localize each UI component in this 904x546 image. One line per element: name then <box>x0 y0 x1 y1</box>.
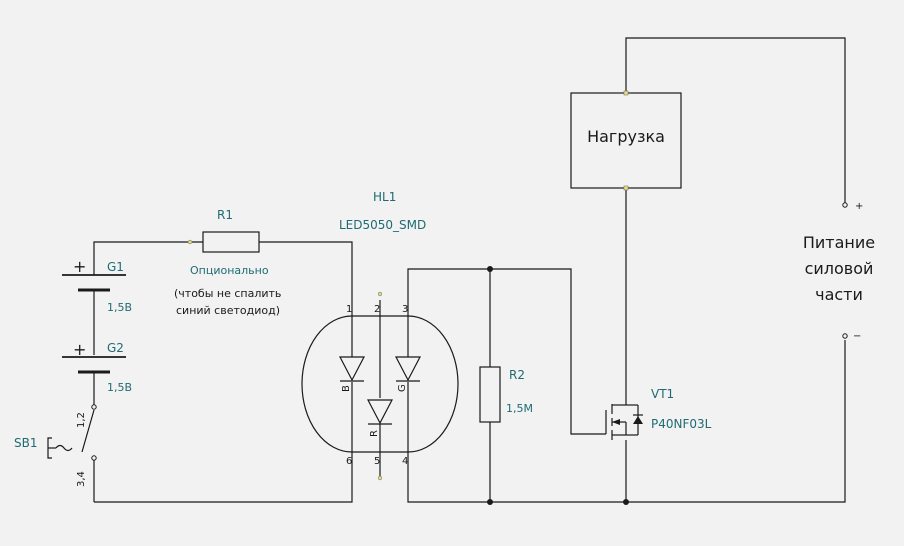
junction-dot <box>623 499 629 505</box>
resistor-r1-note-line2: синий светодиод) <box>176 304 280 317</box>
led-label-g: G <box>397 384 408 392</box>
resistor-r1-value: Опционально <box>190 264 269 277</box>
wire-load-to-plus <box>625 37 846 200</box>
switch-sb1: SB1 1,2 3,4 <box>14 404 97 487</box>
resistor-r2-value: 1,5М <box>506 402 533 415</box>
terminal-minus <box>842 333 848 339</box>
resistor-r2-ref: R2 <box>509 368 525 382</box>
resistor-r2: R2 1,5М <box>479 366 533 423</box>
power-terminals: + − Питание силовой части <box>803 200 875 342</box>
mosfet-vt1-value: P40NF03L <box>651 417 712 431</box>
battery-g1: + G1 1,5В <box>62 257 132 314</box>
load-block: Нагрузка <box>570 90 682 191</box>
led-label-b: B <box>341 385 352 392</box>
battery-g1-ref: G1 <box>107 260 124 274</box>
battery-g2-ref: G2 <box>107 341 124 355</box>
battery-g1-value: 1,5В <box>107 301 132 314</box>
power-label-line3: части <box>815 285 863 304</box>
wires <box>93 37 846 503</box>
resistor-r1-note-line1: (чтобы не спалить <box>174 287 281 300</box>
terminal-plus <box>842 202 848 208</box>
junction-dot <box>487 266 493 272</box>
resistor-r1-ref: R1 <box>217 208 233 222</box>
battery-g2: + G2 1,5В <box>62 340 132 394</box>
terminal-minus-label: − <box>853 331 861 342</box>
led-red-diode <box>367 399 393 425</box>
load-label: Нагрузка <box>587 127 665 146</box>
mosfet-vt1: VT1 P40NF03L <box>605 387 712 440</box>
resistor-r1: R1 Опционально (чтобы не спалить синий с… <box>174 208 281 317</box>
led-hl1-ref: HL1 <box>373 190 396 204</box>
led-hl1-value: LED5050_SMD <box>339 218 426 232</box>
battery-g2-value: 1,5В <box>107 381 132 394</box>
wire-r1-to-hl1-pin1 <box>259 241 353 300</box>
led-blue-diode <box>339 356 365 382</box>
wire-bottom-left <box>94 468 353 503</box>
led-hl1-pin1: 1 <box>346 304 352 315</box>
led-hl1-pin6: 6 <box>346 456 352 467</box>
junction-dot <box>487 499 493 505</box>
terminal-plus-label: + <box>855 201 863 212</box>
led-hl1-pin2: 2 <box>374 304 380 315</box>
switch-sb1-pin-bottom: 3,4 <box>76 471 87 487</box>
mosfet-vt1-ref: VT1 <box>651 387 674 401</box>
switch-sb1-pin-top: 1,2 <box>76 412 87 428</box>
led-hl1-pin5: 5 <box>374 456 380 467</box>
led-green-diode <box>395 356 421 382</box>
led-hl1: HL1 LED5050_SMD 1 2 3 6 5 4 <box>301 190 459 481</box>
led-hl1-pin4: 4 <box>402 456 408 467</box>
battery-g1-plus: + <box>73 257 86 276</box>
power-label-line1: Питание <box>803 233 875 252</box>
led-label-r: R <box>369 430 380 437</box>
battery-g2-plus: + <box>73 340 86 359</box>
led-hl1-pin3: 3 <box>402 304 408 315</box>
wire-g1-to-r1 <box>93 241 203 275</box>
wire-hl1-pin3-to-gate <box>407 268 606 435</box>
switch-sb1-ref: SB1 <box>14 436 37 450</box>
power-label-line2: силовой <box>805 259 874 278</box>
